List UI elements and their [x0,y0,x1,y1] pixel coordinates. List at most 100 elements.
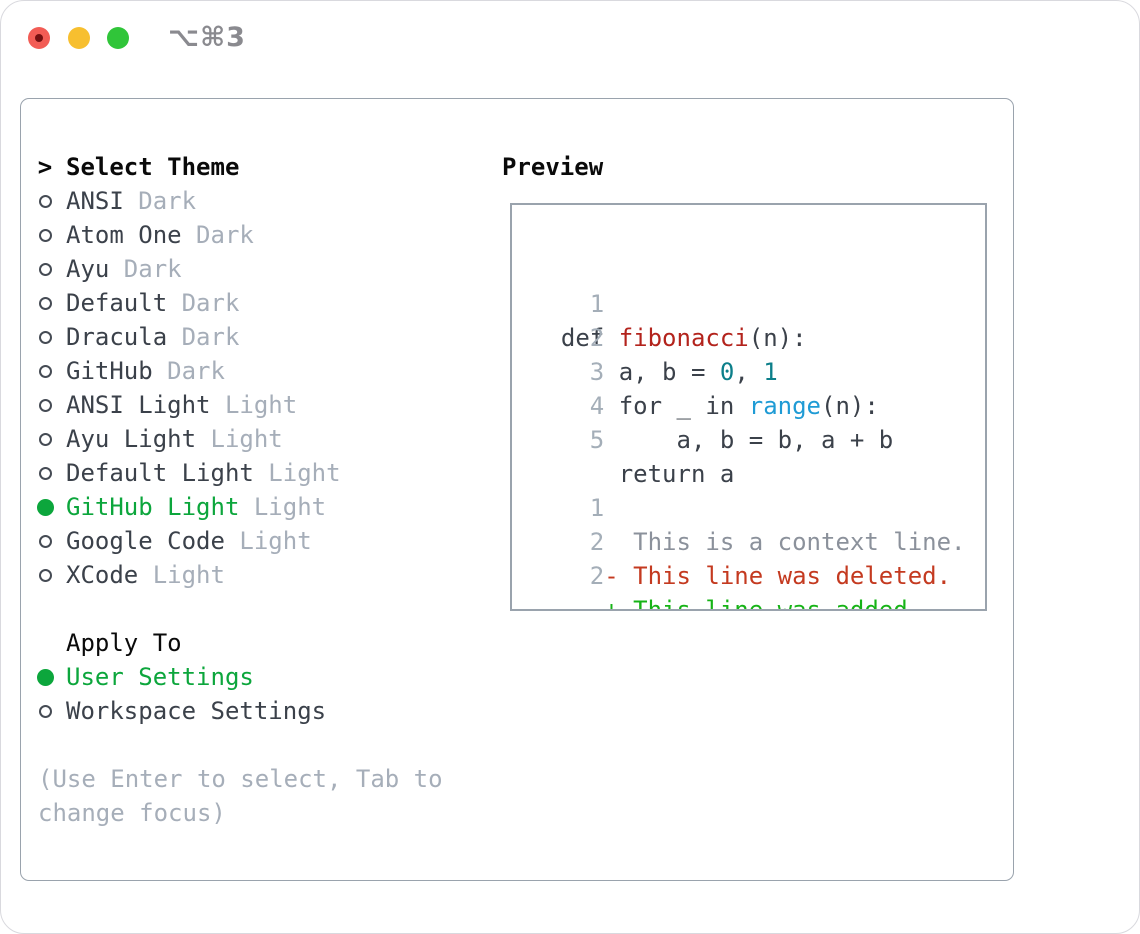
radio-icon[interactable] [35,466,55,480]
option-label: GitHub [66,357,153,385]
spacer [35,728,470,762]
line-number: 1 [589,290,619,318]
apply-to-list: User Settings Workspace Settings [35,660,470,728]
option-label: GitHub Light [66,493,240,521]
line-number: 2 [589,324,619,352]
option-label: Ayu [66,255,110,283]
code-token: 1 [763,358,778,386]
option-label: Default [66,289,168,317]
option-label: XCode [66,561,139,589]
code-token: - This line was deleted. [560,562,952,590]
radio-icon[interactable] [35,296,55,310]
theme-option-default-light[interactable]: Default Light Light [35,456,470,490]
option-variant: Light [196,425,283,453]
code-token: a, b = b, a + b [560,426,894,454]
radio-icon[interactable] [35,228,55,242]
radio-icon[interactable] [35,398,55,412]
radio-icon[interactable] [35,364,55,378]
theme-option-dracula[interactable]: Dracula Dark [35,320,470,354]
apply-option-workspace-settings[interactable]: Workspace Settings [35,694,470,728]
prompt-icon: > [37,153,53,181]
preview-line: 4 a, b = b, a + b [532,355,985,454]
code-token: fibonacci [618,324,749,352]
code-token: This is a context line. [560,528,966,556]
option-label: Google Code [66,527,225,555]
option-variant: Light [224,527,312,555]
apply-to-header-row: Apply To [35,626,470,660]
option-variant: Light [239,493,327,521]
preview-line: 2 - This line was deleted. [532,491,985,590]
code-token: return a [560,460,735,488]
apply-to-header: Apply To [66,629,182,657]
line-number: 2 [589,562,619,590]
code-token: range [748,392,821,420]
theme-option-ansi[interactable]: ANSI Dark [35,184,470,218]
option-label: ANSI [66,187,124,215]
apply-option-user-settings[interactable]: User Settings [35,660,470,694]
radio-icon[interactable] [35,668,55,686]
option-variant: Dark [152,357,225,385]
code-token: a, b = [560,358,720,386]
code-token: (n): [748,324,807,352]
code-token: for _ in [560,392,749,420]
theme-list: ANSI Dark Atom One Dark Ayu Dark Default… [35,184,470,592]
option-variant: Light [138,561,225,589]
radio-icon[interactable] [35,498,55,516]
theme-option-xcode[interactable]: XCode Light [35,558,470,592]
theme-option-google-code[interactable]: Google Code Light [35,524,470,558]
preview-line: 1 This is a context line. [532,457,985,556]
preview-box: 1 def fibonacci(n): 2 a, b = 0, 1 3 for … [510,203,987,611]
option-variant: Dark [167,289,240,317]
theme-option-ansi-light[interactable]: ANSI Light Light [35,388,470,422]
radio-icon[interactable] [35,704,55,718]
code-token: + This line was added. [560,596,923,611]
minimize-button[interactable] [68,27,90,49]
line-number: 4 [589,392,619,420]
code-token: , [734,358,764,386]
theme-option-github-light[interactable]: GitHub Light Light [35,490,470,524]
option-label: Atom One [66,221,182,249]
option-label: Workspace Settings [66,697,327,725]
titlebar: ⌥⌘3 [1,1,1139,75]
close-button[interactable] [28,27,50,49]
option-label: User Settings [66,663,254,691]
radio-icon[interactable] [35,568,55,582]
option-label: Dracula [66,323,168,351]
code-token: 0 [719,358,735,386]
keyboard-hint: (Use Enter to select, Tab to change focu… [38,765,443,827]
preview-line: 1 def fibonacci(n): [532,253,985,352]
option-variant: Dark [109,255,182,283]
line-number: 5 [589,426,619,454]
preview-line: 5 return a [532,389,985,488]
radio-icon[interactable] [35,330,55,344]
option-variant: Dark [181,221,254,249]
select-theme-header-row: > Select Theme [35,150,470,184]
theme-option-github[interactable]: GitHub Dark [35,354,470,388]
theme-option-ayu-light[interactable]: Ayu Light Light [35,422,470,456]
option-label: ANSI Light [66,391,211,419]
theme-option-default[interactable]: Default Dark [35,286,470,320]
radio-icon[interactable] [35,432,55,446]
window-title: ⌥⌘3 [168,22,246,53]
radio-icon[interactable] [35,262,55,276]
spacer [35,592,470,626]
unsaved-dot-icon [35,34,43,42]
selector-column: > Select Theme ANSI Dark Atom One Dark A… [35,150,470,830]
option-variant: Dark [123,187,197,215]
code-token: (n): [821,392,879,420]
theme-option-atom-one[interactable]: Atom One Dark [35,218,470,252]
preview-line: 3 for _ in range(n): [532,321,985,420]
preview-header: Preview [502,153,604,181]
theme-option-ayu[interactable]: Ayu Dark [35,252,470,286]
option-variant: Light [210,391,298,419]
code-token: def [560,324,619,352]
option-variant: Light [253,459,341,487]
zoom-button[interactable] [107,27,129,49]
line-number: 2 [589,528,619,556]
preview-line: 2 a, b = 0, 1 [532,287,985,386]
option-label: Default Light [66,459,254,487]
radio-icon[interactable] [35,194,55,208]
option-variant: Dark [167,323,240,351]
radio-icon[interactable] [35,534,55,548]
